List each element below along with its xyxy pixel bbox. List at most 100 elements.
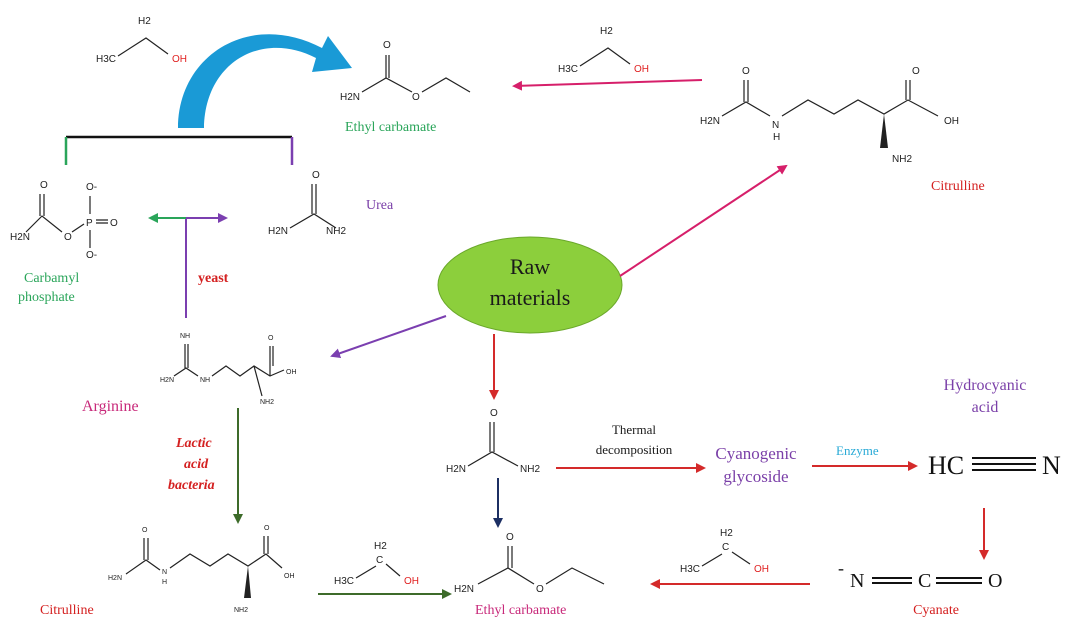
- svg-text:NH2: NH2: [234, 607, 248, 614]
- citrulline-label-bottom: Citrulline: [40, 603, 94, 618]
- yeast-label: yeast: [198, 271, 229, 286]
- raw-materials-label-line1: Raw: [510, 254, 550, 279]
- arrow-raw-to-citrulline: [619, 164, 788, 277]
- svg-text:HC: HC: [928, 451, 964, 480]
- thermal-label-line1: Thermal: [612, 422, 656, 437]
- svg-text:NH: NH: [200, 377, 210, 384]
- cyanogenic-label-line1: Cyanogenic: [715, 444, 797, 463]
- svg-text:O: O: [64, 232, 72, 243]
- ethanol-molecule-top-left: H3C H2 OH: [96, 16, 187, 65]
- svg-text:NH2: NH2: [326, 226, 346, 237]
- cyanate-molecule: - N C O: [838, 558, 1002, 592]
- svg-text:O-: O-: [86, 250, 97, 261]
- svg-text:O: O: [268, 335, 274, 342]
- cyanate-label: Cyanate: [913, 603, 959, 618]
- svg-text:N: N: [850, 570, 864, 592]
- svg-text:H3C: H3C: [334, 576, 354, 587]
- svg-text:H2N: H2N: [454, 584, 474, 595]
- raw-materials-label-line2: materials: [490, 285, 571, 310]
- svg-text:OH: OH: [172, 54, 187, 65]
- yeast-pathway-arrows: [148, 213, 228, 318]
- svg-text:OH: OH: [634, 64, 649, 75]
- svg-text:OH: OH: [286, 369, 297, 376]
- svg-text:O: O: [912, 66, 920, 77]
- ethyl-carbamate-molecule-top: H2N O O: [340, 40, 471, 103]
- citrulline-label-top: Citrulline: [931, 179, 985, 194]
- svg-text:N: N: [1042, 451, 1061, 480]
- ethyl-carbamate-label-bottom: Ethyl carbamate: [475, 603, 566, 618]
- ethanol-molecule-bottom-right: H3C H2 C OH: [680, 528, 769, 575]
- svg-text:H2N: H2N: [446, 464, 466, 475]
- svg-text:O: O: [742, 66, 750, 77]
- citrulline-molecule-top: H2N O N H O OH NH2: [700, 66, 959, 165]
- svg-text:C: C: [376, 555, 383, 566]
- svg-text:H2N: H2N: [10, 232, 30, 243]
- arrow-raw-to-arginine: [330, 315, 447, 359]
- svg-text:H3C: H3C: [680, 564, 700, 575]
- svg-text:N: N: [772, 120, 779, 131]
- svg-text:H2N: H2N: [700, 116, 720, 127]
- ethyl-carbamate-label-top: Ethyl carbamate: [345, 120, 436, 135]
- svg-text:N: N: [162, 569, 167, 576]
- ethanol-addition-curved-arrow: [178, 34, 352, 128]
- svg-text:H: H: [162, 579, 167, 586]
- svg-text:O-: O-: [86, 182, 97, 193]
- svg-text:H3C: H3C: [96, 54, 116, 65]
- svg-text:NH2: NH2: [260, 399, 274, 406]
- svg-text:H2: H2: [600, 26, 613, 37]
- hydrocyanic-label-line1: Hydrocyanic: [944, 377, 1027, 394]
- svg-text:O: O: [988, 570, 1002, 592]
- svg-text:OH: OH: [944, 116, 959, 127]
- citrulline-molecule-bottom: H2N O N H O OH NH2: [108, 525, 295, 614]
- hcn-molecule: HC N: [928, 451, 1061, 480]
- carbamyl-phosphate-molecule: O H2N O P O- O O-: [10, 180, 118, 261]
- svg-text:C: C: [722, 542, 729, 553]
- svg-text:H2N: H2N: [340, 92, 360, 103]
- svg-text:H3C: H3C: [558, 64, 578, 75]
- svg-text:H2N: H2N: [160, 377, 174, 384]
- svg-text:H2N: H2N: [108, 575, 122, 582]
- hydrocyanic-label-line2: acid: [972, 399, 999, 416]
- ethyl-carbamate-molecule-bottom: H2N O O: [454, 532, 605, 595]
- raw-materials-node: Raw materials: [437, 236, 623, 334]
- urea-molecule-middle: O H2N NH2: [446, 408, 540, 475]
- urea-label: Urea: [366, 198, 394, 213]
- svg-text:P: P: [86, 218, 93, 229]
- svg-text:NH2: NH2: [892, 154, 912, 165]
- lab-label-line2: acid: [184, 457, 209, 472]
- svg-text:H2: H2: [138, 16, 151, 27]
- svg-text:O: O: [506, 532, 514, 543]
- arginine-molecule: NH H2N NH O OH NH2: [160, 333, 297, 406]
- svg-text:O: O: [412, 92, 420, 103]
- svg-text:-: -: [838, 558, 844, 578]
- carbamyl-phosphate-label-line1: Carbamyl: [24, 271, 79, 286]
- lab-label-line3: bacteria: [168, 478, 215, 493]
- svg-text:NH: NH: [180, 333, 190, 340]
- carbamyl-phosphate-label-line2: phosphate: [18, 290, 75, 305]
- svg-text:NH2: NH2: [520, 464, 540, 475]
- ethanol-molecule-bottom-left: H3C H2 C OH: [334, 541, 419, 587]
- reactant-bracket: [64, 135, 294, 165]
- svg-text:O: O: [110, 218, 118, 229]
- lab-label-line1: Lactic: [175, 436, 213, 451]
- svg-text:H2: H2: [374, 541, 387, 552]
- svg-text:H: H: [773, 132, 780, 143]
- svg-text:O: O: [142, 527, 148, 534]
- urea-molecule-top: O H2N NH2: [268, 170, 346, 237]
- svg-text:H2N: H2N: [268, 226, 288, 237]
- ethanol-molecule-top-middle: H3C H2 OH: [558, 26, 649, 75]
- svg-text:O: O: [312, 170, 320, 181]
- svg-text:OH: OH: [754, 564, 769, 575]
- arrow-citrulline-to-ethyl-carbamate: [512, 79, 703, 91]
- svg-text:C: C: [918, 570, 931, 592]
- svg-text:OH: OH: [404, 576, 419, 587]
- svg-text:O: O: [490, 408, 498, 419]
- svg-text:O: O: [536, 584, 544, 595]
- svg-text:O: O: [264, 525, 270, 532]
- arginine-label: Arginine: [82, 398, 139, 415]
- svg-text:OH: OH: [284, 573, 295, 580]
- cyanogenic-label-line2: glycoside: [723, 467, 788, 486]
- thermal-label-line2: decomposition: [596, 442, 673, 457]
